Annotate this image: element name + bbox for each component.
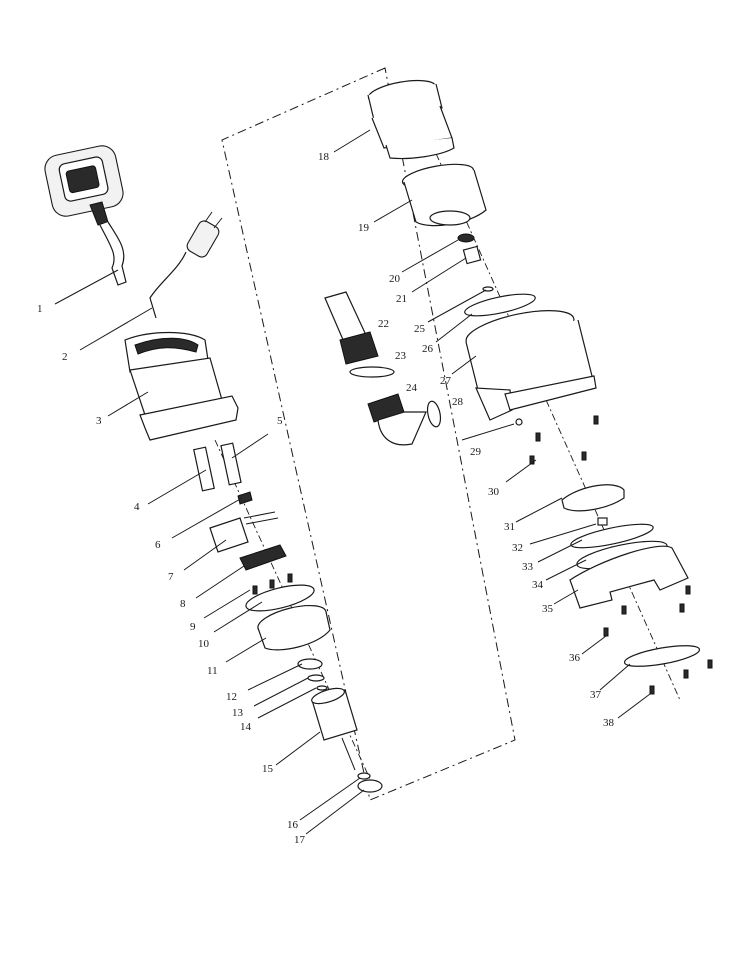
gasket-28 (426, 400, 442, 428)
label-23: 23 (395, 350, 407, 362)
nut-21 (462, 245, 482, 265)
impeller-housing (401, 163, 487, 227)
label-33: 33 (522, 561, 534, 573)
label-12: 12 (226, 691, 237, 703)
label-4: 4 (134, 501, 140, 513)
label-36: 36 (569, 652, 581, 664)
top-housing (124, 331, 239, 441)
label-22: 22 (378, 318, 389, 330)
label-6: 6 (155, 539, 161, 551)
label-15: 15 (262, 763, 274, 775)
label-29: 29 (470, 446, 482, 458)
seal-26 (464, 293, 536, 317)
label-2: 2 (62, 351, 68, 363)
washer-20 (457, 233, 475, 243)
label-18: 18 (318, 151, 330, 163)
guide-pin-4 (193, 446, 215, 492)
label-35: 35 (542, 603, 554, 615)
screws-9 (252, 573, 293, 595)
cover-plate (245, 584, 315, 612)
screws-38 (649, 659, 713, 695)
label-13: 13 (232, 707, 244, 719)
ring-33 (570, 523, 654, 549)
label-28: 28 (452, 396, 464, 408)
label-20: 20 (389, 273, 401, 285)
screws-36 (603, 585, 691, 637)
guide-pin-5 (220, 442, 242, 486)
assembly-boundary-dashdot (221, 67, 516, 801)
label-10: 10 (198, 638, 210, 650)
hose-adapter (324, 291, 379, 365)
label-31: 31 (504, 521, 515, 533)
label-38: 38 (603, 717, 615, 729)
screws-30 (529, 415, 599, 465)
label-1: 1 (37, 303, 43, 315)
bearing-17 (357, 779, 383, 793)
cable-clip (237, 491, 253, 505)
label-24: 24 (406, 382, 418, 394)
pump-body (465, 310, 597, 421)
rotor-shaft (311, 687, 358, 771)
label-25: 25 (414, 323, 426, 335)
label-11: 11 (207, 665, 218, 677)
washer-13 (307, 674, 325, 682)
label-19: 19 (358, 222, 370, 234)
ring-16 (357, 772, 371, 780)
motor-cover (257, 605, 331, 651)
nut-32 (597, 517, 608, 526)
label-7: 7 (168, 571, 174, 583)
label-30: 30 (488, 486, 500, 498)
label-9: 9 (190, 621, 196, 633)
impeller-bracket (239, 544, 287, 571)
washer-14 (316, 685, 328, 691)
label-8: 8 (180, 598, 186, 610)
o-ring-23 (349, 366, 395, 378)
right-assembly-axis (429, 139, 681, 701)
label-34: 34 (532, 579, 544, 591)
label-5: 5 (277, 415, 283, 427)
label-14: 14 (240, 721, 252, 733)
volute-plate (561, 484, 625, 512)
power-cord-plug (149, 211, 223, 319)
label-32: 32 (512, 542, 523, 554)
washer-12 (297, 658, 323, 670)
label-21: 21 (396, 293, 407, 305)
float-switch (44, 145, 127, 286)
elbow-fitting (367, 393, 427, 446)
pump-base (569, 545, 689, 609)
ball-29 (515, 418, 523, 426)
switch-housing (209, 511, 279, 553)
label-3: 3 (96, 415, 102, 427)
label-16: 16 (287, 819, 299, 831)
label-17: 17 (294, 834, 306, 846)
leader-lines (54, 129, 651, 835)
foot-plate (623, 645, 701, 667)
label-26: 26 (422, 343, 434, 355)
label-27: 27 (440, 375, 452, 387)
label-37: 37 (590, 689, 602, 701)
outer-sleeve (367, 79, 455, 160)
